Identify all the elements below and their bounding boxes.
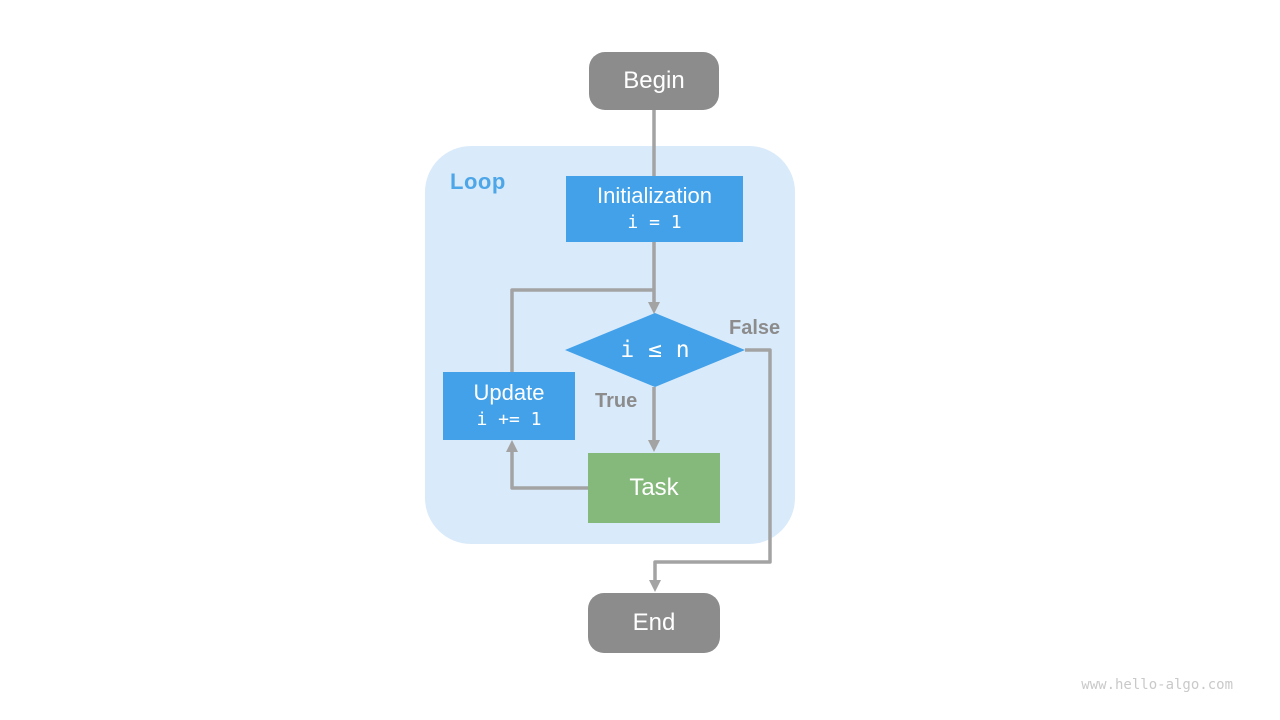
edge-task-to-update bbox=[510, 450, 588, 490]
begin-node: Begin bbox=[589, 52, 719, 110]
arrowhead-end-top bbox=[649, 580, 661, 592]
initialization-node-title: Initialization bbox=[597, 183, 712, 209]
condition-node-label: i ≤ n bbox=[620, 337, 690, 363]
site-watermark: www.hello-algo.com bbox=[1081, 677, 1233, 693]
loop-scope-label: Loop bbox=[450, 169, 506, 194]
branch-true-label: True bbox=[595, 390, 638, 412]
end-node-label: End bbox=[632, 609, 676, 636]
initialization-node: Initialization i = 1 bbox=[566, 176, 743, 242]
task-node: Task bbox=[588, 453, 720, 523]
initialization-node-code: i = 1 bbox=[627, 211, 682, 233]
update-node-title: Update bbox=[473, 380, 545, 406]
update-node: Update i += 1 bbox=[443, 372, 575, 440]
arrowhead-task-top bbox=[648, 440, 660, 452]
branch-false-label: False bbox=[729, 317, 781, 339]
end-node: End bbox=[588, 593, 720, 653]
task-node-label: Task bbox=[629, 474, 679, 501]
update-node-code: i += 1 bbox=[476, 408, 542, 430]
arrowhead-update-bottom bbox=[506, 440, 518, 452]
arrowhead-condition-top bbox=[648, 302, 660, 314]
begin-node-label: Begin bbox=[623, 67, 685, 94]
edge-condition-false-to-end bbox=[653, 348, 772, 582]
edge-update-to-condition bbox=[510, 288, 654, 372]
